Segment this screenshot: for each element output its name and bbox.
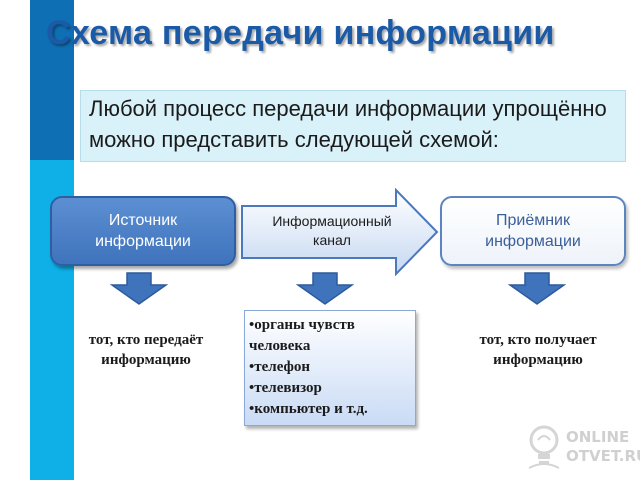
watermark-text: ONLINE OTVET.RU: [566, 428, 640, 465]
down-arrow-channel: [296, 272, 354, 305]
page-title: Схема передачи информации: [46, 14, 555, 52]
watermark: ONLINE OTVET.RU: [520, 420, 640, 476]
channel-example-item: •телефон: [249, 359, 311, 375]
lightbulb-icon: [528, 425, 560, 469]
source-caption: тот, кто передаёт информацию: [88, 332, 204, 368]
channel-example-item: •органы чувств человека: [249, 317, 355, 354]
channel-example-item: •телевизор: [249, 380, 322, 396]
channel-node-label: Информационный канал: [272, 213, 392, 248]
source-node-label: Источник информации: [95, 212, 191, 250]
source-node: Источник информации: [50, 196, 236, 266]
down-arrow-receiver: [508, 272, 566, 305]
receiver-caption: тот, кто получает информацию: [479, 332, 597, 368]
channel-arrow: [241, 188, 439, 276]
intro-text: Любой процесс передачи информации упрощё…: [80, 90, 626, 162]
channel-example-item: •компьютер и т.д.: [249, 401, 368, 417]
receiver-node-label: Приёмник информации: [485, 212, 581, 250]
down-arrow-source: [110, 272, 168, 305]
receiver-node: Приёмник информации: [440, 196, 626, 266]
left-stripe-top: [30, 0, 74, 160]
channel-examples-box: •органы чувств человека •телефон •телеви…: [244, 310, 416, 426]
